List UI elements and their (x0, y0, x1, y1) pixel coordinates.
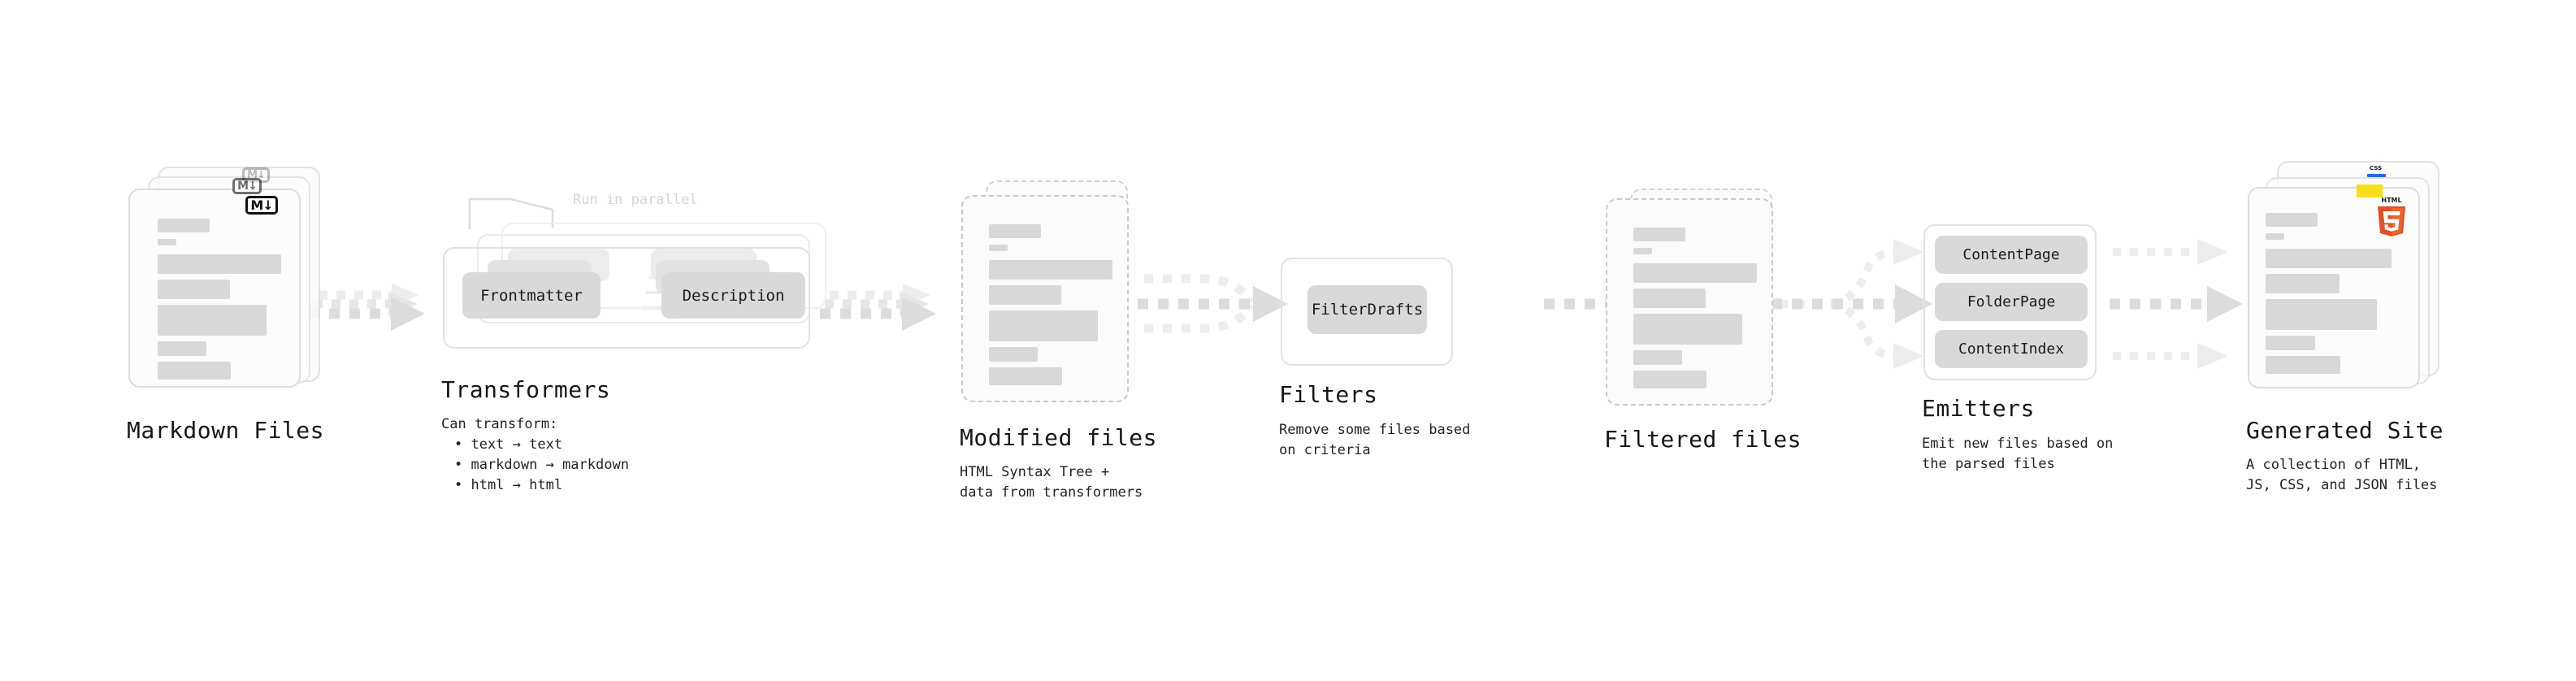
skeleton-bar (1633, 371, 1706, 388)
skeleton-bar (989, 367, 1062, 385)
stage-title: Transformers (441, 376, 611, 403)
transform-bullet-1: • markdown → markdown (454, 457, 629, 473)
stage-filtered-files: Filtered files (1604, 189, 1802, 453)
skeleton-bar (989, 245, 1008, 251)
skeleton-bar (2266, 233, 2284, 240)
connector-filtered-to-emitters (1772, 239, 1932, 369)
markdown-icon: M↓ (245, 196, 278, 215)
stage-subtitle: HTML Syntax Tree + data from transformer… (960, 464, 1143, 501)
stage-subtitle: Remove some files based on criteria (1279, 422, 1471, 458)
skeleton-bar (2266, 213, 2318, 227)
stage-title: Modified files (960, 424, 1158, 451)
skeleton-bar (1633, 314, 1742, 345)
connector-modified-to-filters (1138, 274, 1288, 333)
svg-text:HTML: HTML (2381, 197, 2401, 204)
stage-subtitle: Emit new files based on the parsed files (1922, 436, 2114, 472)
css-icon (2367, 174, 2386, 177)
skeleton-bar (2266, 356, 2340, 374)
skeleton-bar (2266, 274, 2340, 293)
transformer-chip-frontmatter[interactable]: Frontmatter (462, 272, 601, 319)
connector-transformers-to-modified (820, 284, 936, 331)
modified-card-front (961, 195, 1129, 402)
emitter-chip-folderpage[interactable]: FolderPage (1935, 283, 2088, 321)
js-icon (2357, 184, 2383, 197)
stage-markdown-files: M↓ M↓ M↓ Markdown Files (127, 167, 324, 444)
skeleton-bar (1633, 288, 1706, 308)
skeleton-bar (158, 239, 176, 245)
skeleton-bar (2266, 336, 2315, 350)
skeleton-bar (1633, 228, 1685, 241)
stage-title: Markdown Files (127, 417, 325, 444)
transformers-group-front (443, 247, 810, 349)
emitters-group (1923, 224, 2097, 380)
stage-modified-files: Modified files HTML Syntax Tree + data f… (960, 180, 1157, 501)
skeleton-bar (158, 254, 281, 274)
html5-icon: HTML (2373, 195, 2410, 237)
skeleton-bar (1633, 350, 1682, 365)
connector-markdown-to-transformers (309, 284, 425, 331)
emitter-chip-contentindex[interactable]: ContentIndex (1935, 330, 2088, 368)
transformer-chip-description[interactable]: Description (661, 272, 805, 319)
skeleton-bar (1633, 248, 1652, 254)
skeleton-bar (158, 219, 210, 232)
skeleton-bar (989, 285, 1061, 305)
skeleton-bar (2266, 249, 2392, 268)
css-icon-label: CSS (2370, 165, 2383, 171)
markdown-icon-mid: M↓ (232, 178, 262, 194)
connector-emitters-to-site (2110, 239, 2243, 369)
skeleton-bar (158, 362, 231, 380)
filter-chip-filterdrafts[interactable]: FilterDrafts (1308, 285, 1427, 334)
skeleton-bar (989, 347, 1038, 362)
filtered-card-front (1606, 198, 1773, 406)
skeleton-bar (989, 260, 1112, 280)
transform-bullet-2: • html → html (454, 477, 563, 493)
markdown-card-front (128, 189, 301, 388)
stage-subtitle: A collection of HTML, JS, CSS, and JSON … (2246, 457, 2438, 493)
skeleton-bar (2266, 299, 2377, 330)
filters-group (1281, 258, 1453, 366)
emitter-chip-contentpage[interactable]: ContentPage (1935, 236, 2088, 274)
stage-generated-site: CSS HTML Generated Site A collection of … (2246, 161, 2444, 493)
skeleton-bar (158, 341, 206, 356)
stage-title: Generated Site (2246, 417, 2444, 444)
skeleton-bar (158, 280, 230, 299)
stage-subtitle: Can transform: (441, 416, 558, 432)
stage-title: Emitters (1922, 395, 2035, 422)
stage-title: Filtered files (1604, 426, 1802, 453)
run-in-parallel-label: Run in parallel (573, 192, 698, 208)
skeleton-bar (1633, 263, 1757, 283)
stage-title: Filters (1279, 381, 1378, 408)
skeleton-bar (989, 224, 1041, 238)
skeleton-bar (158, 305, 267, 336)
transform-bullet-0: • text → text (454, 436, 563, 453)
skeleton-bar (989, 310, 1098, 341)
